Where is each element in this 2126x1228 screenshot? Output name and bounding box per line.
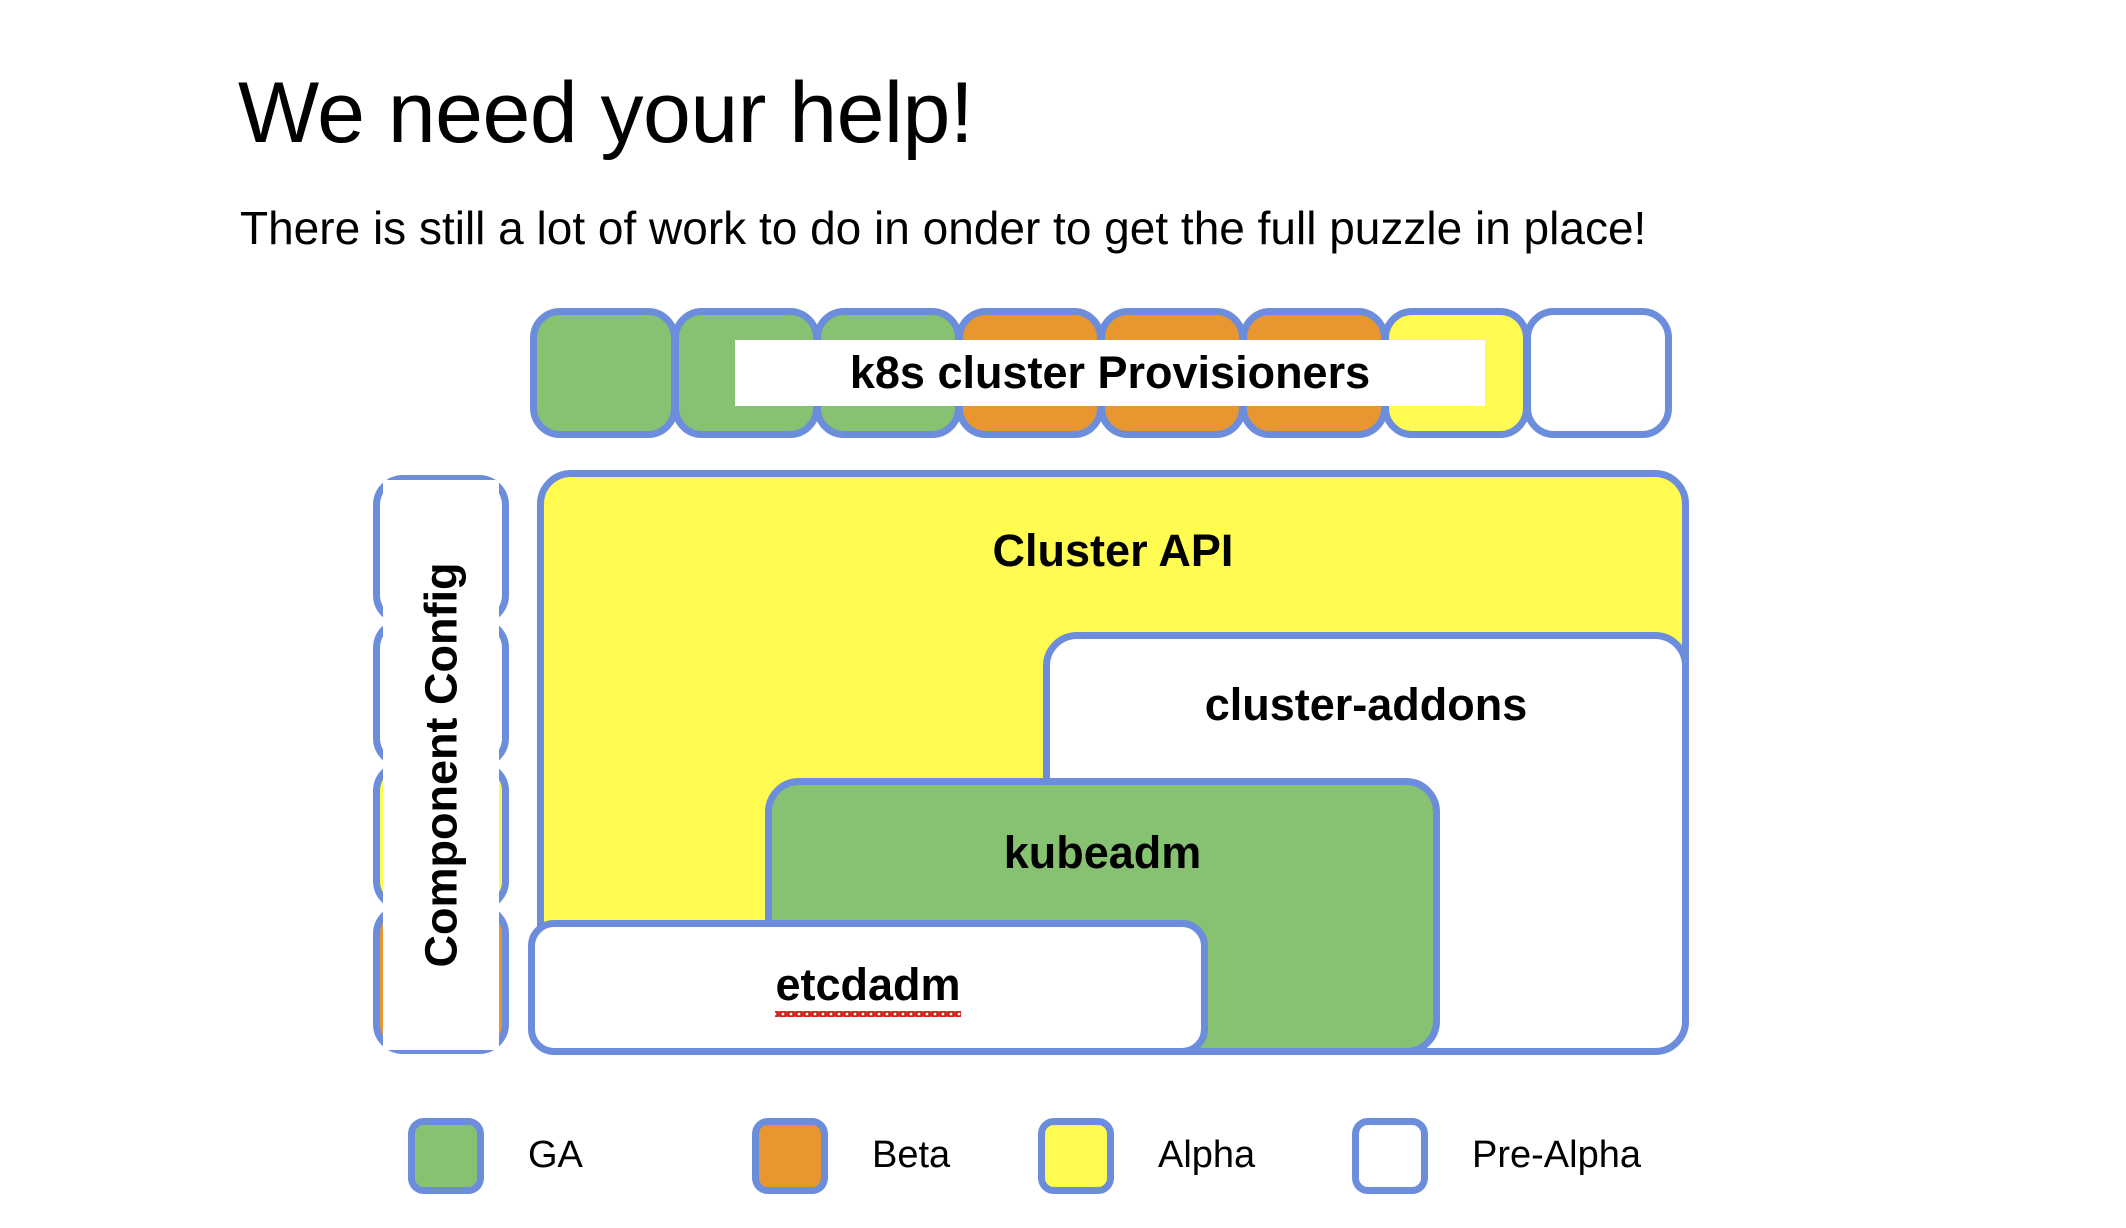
legend-swatch-pre-alpha [1352,1118,1428,1194]
legend-label-beta: Beta [872,1134,951,1176]
k8s-cluster-provisioners-label: k8s cluster Provisioners [735,340,1485,406]
etcdadm-label-wrapper: etcdadm [535,959,1201,1017]
provisioner-cell-0 [530,308,678,438]
legend-label-alpha: Alpha [1158,1134,1256,1176]
etcdadm-label: etcdadm [775,959,961,1017]
legend-swatch-beta [752,1118,828,1194]
legend-swatch-ga [408,1118,484,1194]
legend-swatch-alpha [1038,1118,1114,1194]
component-config-label: Component Config [383,480,499,1050]
page-title: We need your help! [238,64,974,161]
component-config-label-text: Component Config [415,562,467,968]
provisioner-cell-7 [1524,308,1672,438]
page-subtitle: There is still a lot of work to do in on… [240,202,1647,254]
etcdadm-box: etcdadm [528,920,1208,1055]
cluster-addons-label: cluster-addons [1204,679,1528,730]
status-legend: GA Beta Alpha Pre-Alpha [0,1118,2126,1214]
kubeadm-label: kubeadm [1003,827,1202,878]
legend-label-pre-alpha: Pre-Alpha [1472,1134,1641,1176]
legend-label-ga: GA [528,1134,583,1176]
cluster-api-label: Cluster API [992,525,1234,576]
